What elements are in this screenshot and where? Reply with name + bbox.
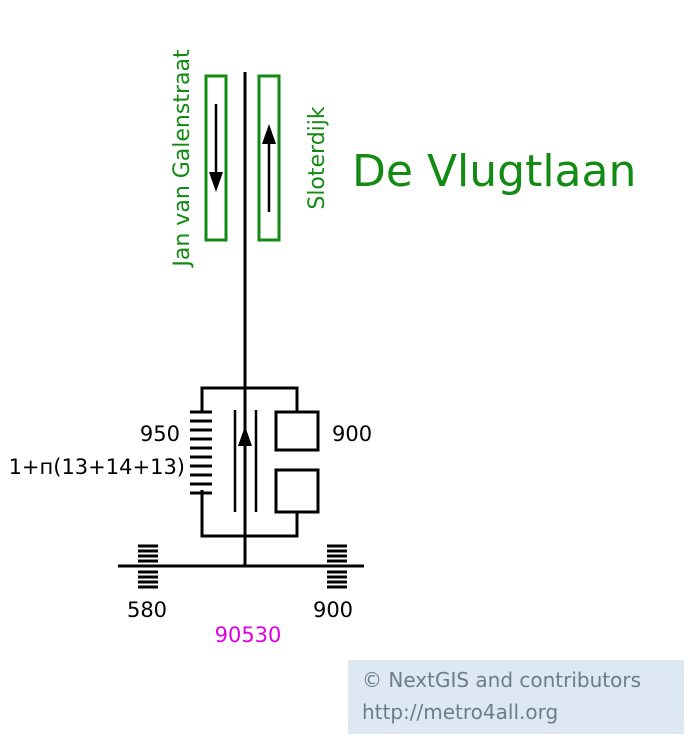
platform-label-left: Jan van Galenstraat	[170, 49, 195, 269]
elevator-box-upper	[274, 410, 320, 452]
right-exit-stairs-icon	[327, 544, 347, 589]
right-exit-width-label: 900	[313, 598, 353, 622]
stairs-steps-label: 1+п(13+14+13)	[9, 455, 185, 479]
elevator-box-lower	[274, 468, 320, 514]
left-exit-stairs-icon	[138, 544, 158, 589]
escalator-icon	[233, 410, 258, 512]
arrow-up-icon	[262, 124, 276, 212]
left-exit-width-label: 580	[127, 598, 167, 622]
elevator-width-label: 900	[332, 422, 372, 446]
platform-label-right: Sloterdijk	[305, 106, 330, 210]
exit-code-label: 90530	[215, 623, 282, 647]
credits-copyright: © NextGIS and contributors	[362, 668, 642, 692]
access-frame	[200, 386, 299, 538]
credits-url[interactable]: http://metro4all.org	[362, 700, 559, 724]
platform-box-right	[257, 74, 281, 242]
arrow-down-icon	[209, 104, 223, 192]
station-title: De Vlugtlaan	[352, 146, 636, 197]
stairs-icon	[190, 410, 212, 495]
credits-box: © NextGIS and contributors http://metro4…	[348, 660, 684, 734]
platform-box-left	[204, 74, 228, 242]
stairs-width-label: 950	[140, 422, 180, 446]
